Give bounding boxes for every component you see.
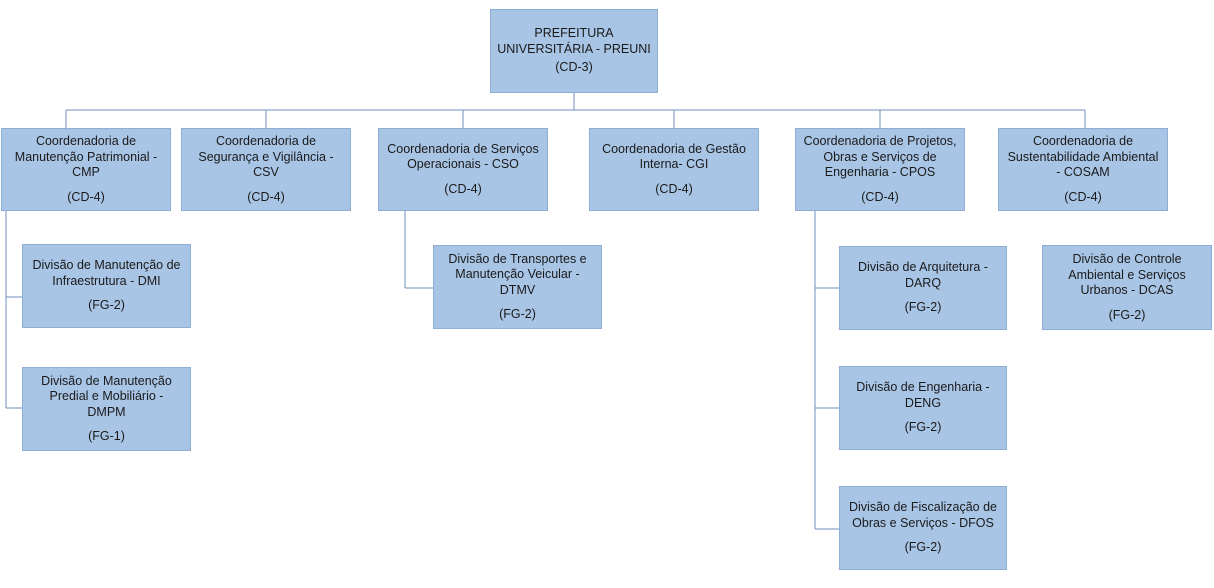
- node-cgi-name: Coordenadoria de Gestão Interna- CGI: [602, 141, 746, 172]
- node-cmp: Coordenadoria de Manutenção Patrimonial …: [1, 128, 171, 211]
- node-cpos: Coordenadoria de Projetos, Obras e Servi…: [795, 128, 965, 211]
- node-dfos: Divisão de Fiscalização de Obras e Servi…: [839, 486, 1007, 570]
- node-csv-name: Coordenadoria de Segurança e Vigilância …: [198, 134, 334, 179]
- node-cso-name: Coordenadoria de Serviços Operacionais -…: [387, 141, 539, 172]
- node-preuni: PREFEITURA UNIVERSITÁRIA - PREUNI (CD-3): [490, 9, 658, 93]
- node-dcas-code: (FG-2): [1108, 307, 1146, 322]
- node-csv: Coordenadoria de Segurança e Vigilância …: [181, 128, 351, 211]
- node-darq: Divisão de Arquitetura - DARQ (FG-2): [839, 246, 1007, 330]
- node-dmi-name: Divisão de Manutenção de Infraestrutura …: [32, 258, 181, 288]
- node-cosam-code: (CD-4): [1064, 189, 1102, 204]
- node-csv-code: (CD-4): [247, 189, 285, 204]
- node-dtmv: Divisão de Transportes e Manutenção Veic…: [433, 245, 602, 329]
- node-dmpm-code: (FG-1): [88, 429, 125, 443]
- node-dmi: Divisão de Manutenção de Infraestrutura …: [22, 244, 191, 328]
- node-dtmv-code: (FG-2): [499, 307, 536, 321]
- node-cso-code: (CD-4): [444, 181, 482, 196]
- node-preuni-code: (CD-3): [555, 60, 593, 75]
- node-darq-code: (FG-2): [904, 300, 942, 315]
- node-dfos-name: Divisão de Fiscalização de Obras e Servi…: [849, 500, 997, 530]
- node-cpos-name: Coordenadoria de Projetos, Obras e Servi…: [803, 134, 957, 179]
- node-dmpm-name: Divisão de Manutenção Predial e Mobiliár…: [41, 373, 172, 419]
- node-cmp-name: Coordenadoria de Manutenção Patrimonial …: [14, 134, 158, 179]
- node-cpos-code: (CD-4): [861, 189, 899, 204]
- node-dtmv-name: Divisão de Transportes e Manutenção Veic…: [448, 251, 587, 297]
- node-dmpm: Divisão de Manutenção Predial e Mobiliár…: [22, 367, 191, 451]
- node-deng-code: (FG-2): [904, 420, 942, 435]
- node-dfos-code: (FG-2): [904, 540, 942, 555]
- node-deng: Divisão de Engenharia - DENG (FG-2): [839, 366, 1007, 450]
- node-dcas: Divisão de Controle Ambiental e Serviços…: [1042, 245, 1212, 330]
- node-cmp-code: (CD-4): [67, 189, 105, 204]
- node-cso: Coordenadoria de Serviços Operacionais -…: [378, 128, 548, 211]
- node-dcas-name: Divisão de Controle Ambiental e Serviços…: [1068, 252, 1186, 297]
- node-dmi-code: (FG-2): [88, 298, 125, 313]
- node-darq-name: Divisão de Arquitetura - DARQ: [858, 260, 988, 290]
- node-cgi: Coordenadoria de Gestão Interna- CGI (CD…: [589, 128, 759, 211]
- node-preuni-name: PREFEITURA UNIVERSITÁRIA - PREUNI: [497, 26, 651, 56]
- node-cosam-name: Coordenadoria de Sustentabilidade Ambien…: [1007, 134, 1159, 179]
- node-deng-name: Divisão de Engenharia - DENG: [856, 380, 990, 410]
- node-cosam: Coordenadoria de Sustentabilidade Ambien…: [998, 128, 1168, 211]
- node-cgi-code: (CD-4): [655, 181, 693, 196]
